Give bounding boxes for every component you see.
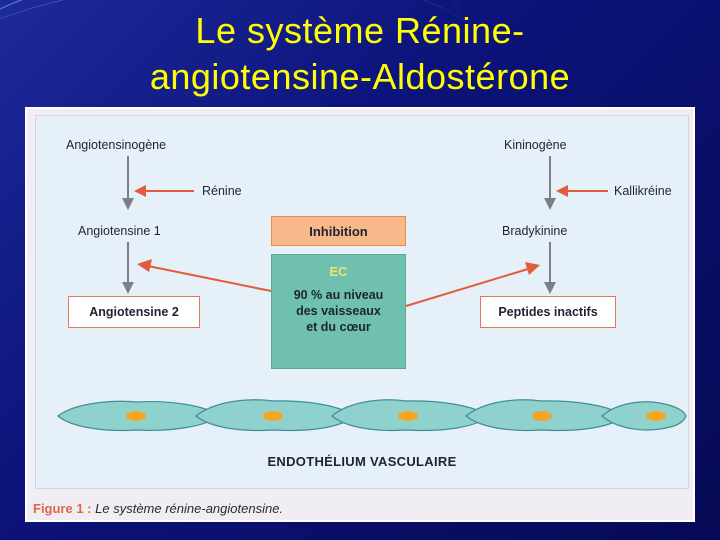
figure-caption: Figure 1 : Le système rénine-angiotensin…	[33, 501, 283, 516]
inactive-peptides-box: Peptides inactifs	[480, 296, 616, 328]
ec-description: 90 % au niveau des vaisseaux et du cœur	[293, 288, 384, 334]
right-vertical-arrow-2	[544, 242, 556, 294]
ec-to-angiotensin-arrow	[137, 259, 272, 292]
cell-nucleus	[126, 411, 146, 421]
endothelial-cell	[601, 401, 687, 431]
ec-box: EC 90 % au niveau des vaisseaux et du cœ…	[271, 254, 406, 369]
endothelium-cells	[57, 399, 687, 432]
slide-title-line-2: angiotensine-Aldostérone	[149, 56, 571, 97]
angiotensin-1-label: Angiotensine 1	[78, 224, 161, 238]
angiotensin-2-box: Angiotensine 2	[68, 296, 200, 328]
cell-nucleus	[532, 411, 552, 421]
angiotensinogen-label: Angiotensinogène	[66, 138, 167, 152]
slide-title-line-1: Le système Rénine-	[195, 10, 525, 51]
ec-to-bradykinin-arrow	[405, 262, 540, 307]
left-vertical-arrow-1	[122, 156, 134, 210]
cell-nucleus	[646, 411, 666, 421]
diagram-area: Angiotensinogène Rénine Angiotensine 1 A…	[35, 115, 689, 489]
kininogen-label: Kininogène	[504, 138, 567, 152]
kallikrein-label: Kallikréine	[614, 184, 672, 198]
inhibition-box: Inhibition	[271, 216, 406, 246]
caption-text: Le système rénine-angiotensine.	[95, 501, 284, 516]
left-vertical-arrow-2	[122, 242, 134, 294]
slide-title: Le système Rénine- angiotensine-Aldostér…	[0, 8, 720, 100]
renin-arrow	[134, 185, 194, 197]
renin-label: Rénine	[202, 184, 242, 198]
cell-nucleus	[263, 411, 283, 421]
diagram-arrows	[57, 156, 687, 432]
kallikrein-arrow	[556, 185, 608, 197]
right-vertical-arrow-1	[544, 156, 556, 210]
bradykinin-label: Bradykinine	[502, 224, 568, 238]
figure-panel: Angiotensinogène Rénine Angiotensine 1 A…	[25, 107, 695, 522]
caption-number: Figure 1 :	[33, 501, 92, 516]
ec-label: EC	[329, 264, 348, 279]
endothelium-label: ENDOTHÉLIUM VASCULAIRE	[267, 454, 457, 469]
cell-nucleus	[398, 411, 418, 421]
